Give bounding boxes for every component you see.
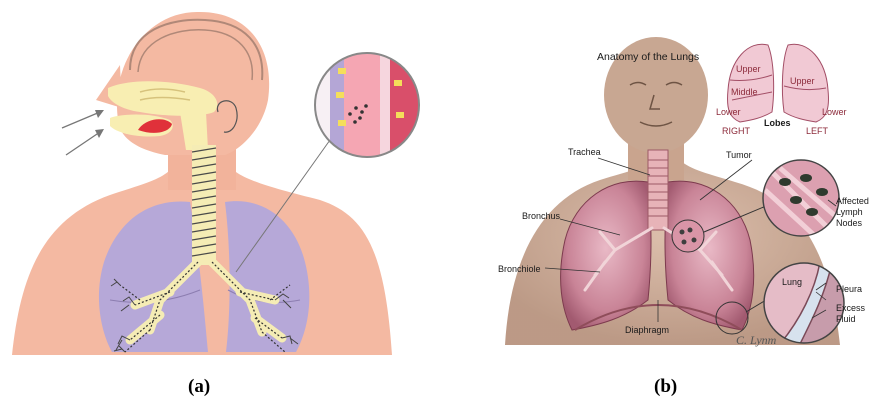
label-lung: Lung (782, 277, 802, 287)
label-tumor: Tumor (726, 150, 752, 160)
panel-a-respiratory-diagram (12, 12, 424, 355)
label-affected-3: Nodes (836, 218, 863, 228)
inhale-arrowhead-lower-icon (95, 129, 104, 138)
label-upper-left: Upper (790, 76, 815, 86)
label-lower-left: Lower (822, 107, 847, 117)
label-affected-2: Lymph (836, 207, 863, 217)
caption-b: (b) (654, 376, 677, 397)
caption-a: (a) (188, 376, 210, 397)
label-lower-right: Lower (716, 107, 741, 117)
panel-b-title: Anatomy of the Lungs (597, 51, 699, 63)
alveoli-magnifier (312, 52, 424, 160)
label-bronchiole: Bronchiole (498, 264, 541, 274)
label-middle: Middle (731, 87, 758, 97)
label-upper-right: Upper (736, 64, 761, 74)
label-diaphragm: Diaphragm (625, 325, 669, 335)
label-pleura: Pleura (836, 284, 862, 294)
label-affected-1: Affected (836, 196, 869, 206)
trachea-b (648, 150, 668, 230)
label-bronchus: Bronchus (522, 211, 561, 221)
label-left: LEFT (806, 126, 829, 136)
label-lobes: Lobes (764, 118, 791, 128)
inhale-arrow-upper (62, 112, 100, 128)
label-trachea: Trachea (568, 147, 601, 157)
label-excess-2: Fluid (836, 314, 856, 324)
artist-signature: C. Lynm (736, 333, 777, 347)
panel-b-lung-anatomy: Anatomy of the Lungs Upper Upper Middle … (498, 37, 869, 347)
tumor-circle (672, 220, 704, 252)
inhale-arrow-lower (66, 132, 100, 155)
label-right: RIGHT (722, 126, 751, 136)
label-excess-1: Excess (836, 303, 866, 313)
